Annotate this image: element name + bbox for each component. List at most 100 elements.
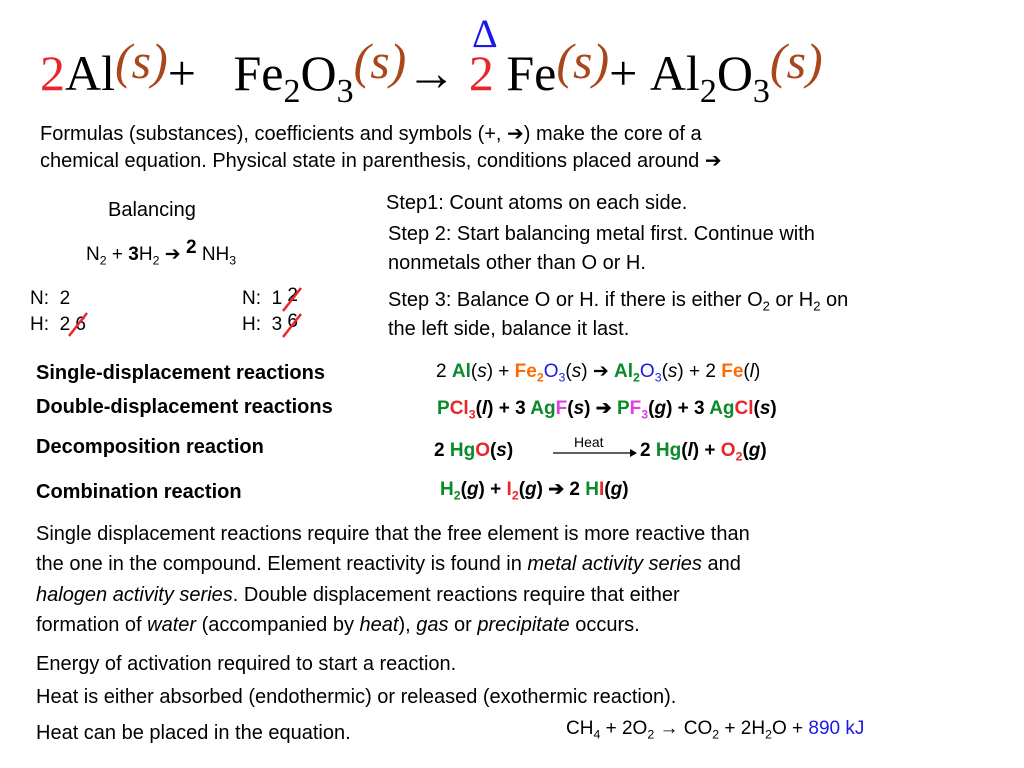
p4-a: formation of [36,614,148,636]
al: Al [65,45,115,101]
n2-symbol: N [86,244,100,265]
left-n-label: N: [30,288,49,309]
left-h-label: H: [30,314,49,335]
right-n-old: 1 [271,288,283,309]
coef-nh3: 2 [185,237,197,258]
delta-symbol: Δ [472,11,498,56]
arrow-co: → CO [654,718,713,739]
p4-b: (accompanied by [196,614,360,636]
state-al2o3: (s) [769,33,823,89]
state-fe2o3: (s) [353,33,407,89]
fe-product: Fe [506,45,557,101]
p2-a: the one in the compound. Element reactiv… [36,553,528,575]
p2-b: and [701,553,741,575]
right-atom-count: N: 1 2 H: 3 6 [242,285,298,338]
word-precipitate: precipitate [477,614,570,636]
metal-activity-series: metal activity series [527,553,702,575]
combination-label: Combination reaction [36,481,242,503]
left-h-old: 2 [59,314,71,335]
o-plus: O + [771,718,809,739]
right-n-new: 2 [287,285,298,306]
heat-label: Heat [574,434,604,450]
coef-h2: 3 [128,244,139,265]
word-heat: heat [359,614,399,636]
step-3-part-c: on [820,289,849,311]
halogen-activity-series: halogen activity series [36,584,233,606]
sub-2b: 2 [699,72,717,110]
arrow: ➔ [164,244,181,265]
step-3-part-b: or H [769,289,814,311]
main-equation: 2Al(s)+ Fe2O3(s)→ 2 Fe(s)+ Al2O3(s) [40,33,823,108]
combination-equation: H2(g) + I2(g) ➔ 2 HI(g) [440,479,629,503]
heat-arrow [553,449,637,457]
left-h-new: 6 [75,314,86,335]
single-displacement-equation: 2 Al(s) + Fe2O3(s) ➔ Al2O3(s) + 2 Fe(l) [436,361,761,385]
n2-sub: 2 [99,253,107,268]
sub-3: 3 [336,72,354,110]
o2-sub: 2 [647,727,655,742]
activation-note: Energy of activation required to start a… [36,653,457,675]
nh3-sub: 3 [229,253,237,268]
plus-2: + [609,45,638,101]
step-3-o2-sub: 2 [762,298,770,314]
heat-equation-note: Heat can be placed in the equation. [36,722,351,744]
co2-sub: 2 [712,727,720,742]
coef-al: 2 [40,45,65,101]
heat-absorbed-note: Heat is either absorbed (endothermic) or… [36,686,677,708]
paragraph-line-3: halogen activity series. Double displace… [36,582,680,609]
left-atom-count: N: 2 H: 2 6 [30,286,86,338]
arrow-main: → [406,45,457,101]
sub-3b: 3 [752,72,770,110]
ch-sub: 4 [593,727,601,742]
strike-left-h [68,312,88,337]
intro-line-1: Formulas (substances), coefficients and … [40,123,702,145]
step-3-line-2: the left side, balance it last. [388,318,630,340]
double-displacement-label: Double-displacement reactions [36,396,333,418]
step-3-part-a: Step 3: Balance O or H. if there is eith… [388,289,763,311]
plus-2h: + 2H [719,718,766,739]
paragraph-line-1: Single displacement reactions require th… [36,523,750,545]
h2o-sub: 2 [765,727,772,742]
decomposition-reactant: 2 HgO(s) [434,440,514,461]
right-h-new: 6 [287,311,298,332]
left-n-value: 2 [59,288,71,309]
paragraph-line-2: the one in the compound. Element reactiv… [36,551,741,578]
nh3-symbol: NH [201,244,230,265]
intro-line-2: chemical equation. Physical state in par… [40,150,722,172]
decomposition-products: 2 Hg(l) + O2(g) [640,440,767,464]
ch: CH [566,718,594,739]
strike-right-n [282,287,302,312]
state-fe: (s) [556,33,610,89]
p4-e: occurs. [569,614,640,636]
balancing-equation: N2 + 3H2 ➔ 2 NH3 [86,237,237,268]
decomposition-label: Decomposition reaction [36,436,264,458]
strike-right-h [282,313,302,338]
right-h-old: 3 [271,314,283,335]
double-displacement-equation: PCl3(l) + 3 AgF(s) ➔ PF3(g) + 3 AgCl(s) [437,398,777,422]
sub-2: 2 [283,72,301,110]
methane-equation: CH4 + 2O2 → CO2 + 2H2O + 890 kJ [566,718,864,740]
step-1: Step1: Count atoms on each side. [386,192,688,214]
p3-b: . Double displacement reactions require … [232,584,680,606]
step-2-line-2: nonmetals other than O or H. [388,252,646,274]
plus-sign: + [111,244,123,265]
plus-2o: + 2O [600,718,648,739]
state-al: (s) [115,33,168,89]
o-product: O [716,45,753,101]
step-3-h2-sub: 2 [813,298,821,314]
word-gas: gas [416,614,449,636]
step-2-line-1: Step 2: Start balancing metal first. Con… [388,223,815,245]
balancing-title: Balancing [108,199,196,221]
o: O [300,45,337,101]
p4-c: ), [398,614,417,636]
coef-fe: 2 [468,45,494,101]
fe: Fe [233,45,284,101]
energy-value: 890 kJ [808,718,865,739]
right-h-label: H: [242,314,261,335]
h2-sub: 2 [152,253,160,268]
step-3-line-1: Step 3: Balance O or H. if there is eith… [388,287,848,314]
word-water: water [147,614,197,636]
plus-1: + [167,45,196,101]
right-n-label: N: [242,288,261,309]
p4-d: or [448,614,478,636]
